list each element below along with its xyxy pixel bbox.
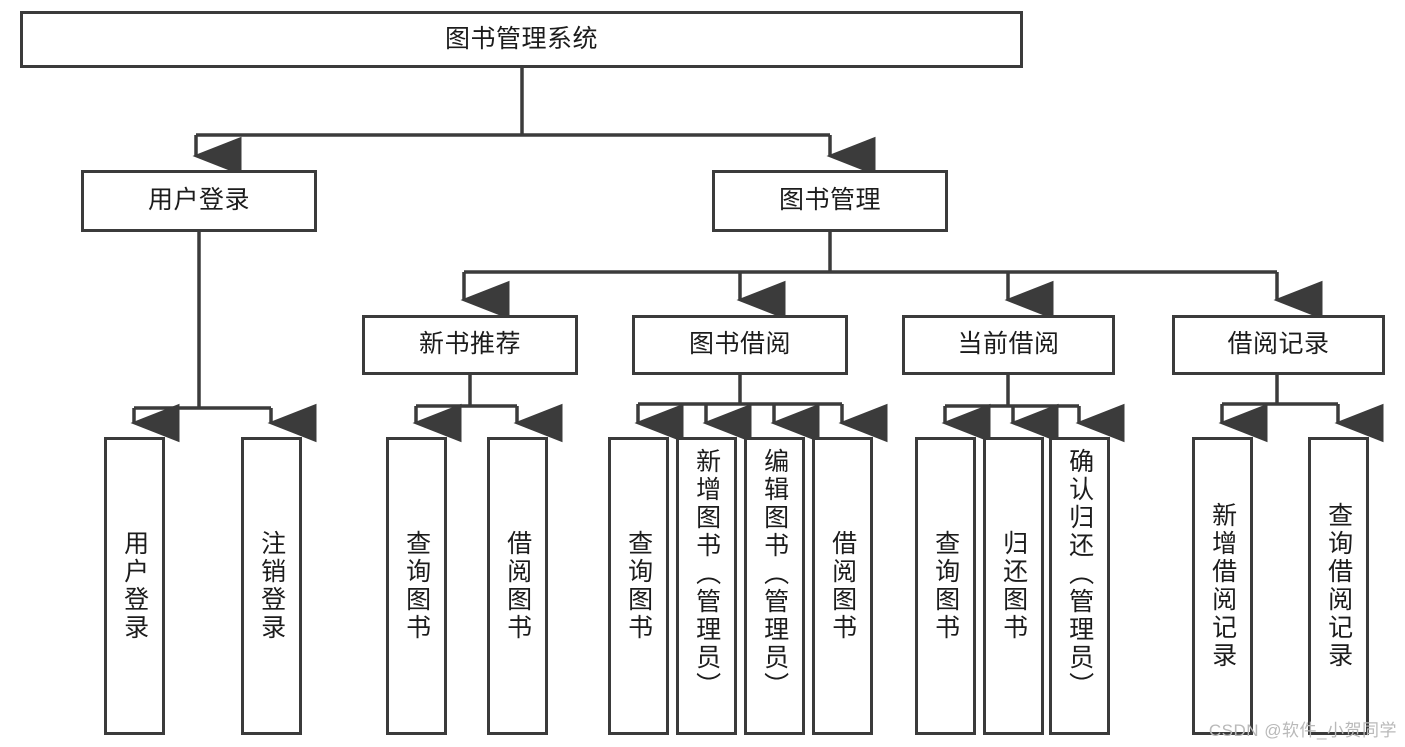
leaf-return-book-label: 归还图书 (999, 530, 1028, 642)
node-borrow-record[interactable]: 借阅记录 (1172, 315, 1385, 375)
leaf-return-book[interactable]: 归还图书 (983, 437, 1044, 735)
node-book-manage[interactable]: 图书管理 (712, 170, 948, 232)
leaf-logout-label: 注销登录 (257, 530, 286, 642)
leaf-user-login-label: 用户登录 (120, 530, 149, 642)
leaf-query-book-1[interactable]: 查询图书 (386, 437, 447, 735)
node-book-manage-label: 图书管理 (778, 186, 881, 215)
leaf-add-record[interactable]: 新增借阅记录 (1192, 437, 1253, 735)
leaf-query-book-2-label: 查询图书 (624, 530, 653, 642)
node-book-borrow-label: 图书借阅 (688, 330, 791, 359)
leaf-add-book-label: 新增图书（管理员） (692, 448, 721, 700)
watermark: CSDN @软件_小贺同学 (1208, 721, 1397, 740)
node-new-book-rec-label: 新书推荐 (418, 330, 521, 359)
leaf-borrow-book-1[interactable]: 借阅图书 (487, 437, 548, 735)
leaf-edit-book-label: 编辑图书（管理员） (760, 448, 789, 700)
leaf-query-book-2[interactable]: 查询图书 (608, 437, 669, 735)
node-current-borrow[interactable]: 当前借阅 (902, 315, 1115, 375)
leaf-borrow-book-1-label: 借阅图书 (503, 530, 532, 642)
leaf-add-record-label: 新增借阅记录 (1208, 502, 1237, 670)
leaf-add-book[interactable]: 新增图书（管理员） (676, 437, 737, 735)
leaf-query-record-label: 查询借阅记录 (1324, 502, 1353, 670)
node-root[interactable]: 图书管理系统 (20, 11, 1023, 68)
leaf-borrow-book-2-label: 借阅图书 (828, 530, 857, 642)
node-book-borrow[interactable]: 图书借阅 (632, 315, 848, 375)
node-new-book-rec[interactable]: 新书推荐 (362, 315, 578, 375)
node-user-login-label: 用户登录 (147, 186, 250, 215)
leaf-logout[interactable]: 注销登录 (241, 437, 302, 735)
leaf-query-book-3-label: 查询图书 (931, 530, 960, 642)
node-user-login[interactable]: 用户登录 (81, 170, 317, 232)
node-root-label: 图书管理系统 (444, 24, 598, 53)
leaf-user-login[interactable]: 用户登录 (104, 437, 165, 735)
leaf-borrow-book-2[interactable]: 借阅图书 (812, 437, 873, 735)
node-current-borrow-label: 当前借阅 (957, 330, 1060, 359)
leaf-confirm-return[interactable]: 确认归还（管理员） (1049, 437, 1110, 735)
leaf-query-book-3[interactable]: 查询图书 (915, 437, 976, 735)
leaf-confirm-return-label: 确认归还（管理员） (1065, 448, 1094, 700)
leaf-edit-book[interactable]: 编辑图书（管理员） (744, 437, 805, 735)
node-borrow-record-label: 借阅记录 (1227, 330, 1330, 359)
leaf-query-record[interactable]: 查询借阅记录 (1308, 437, 1369, 735)
leaf-query-book-1-label: 查询图书 (402, 530, 431, 642)
